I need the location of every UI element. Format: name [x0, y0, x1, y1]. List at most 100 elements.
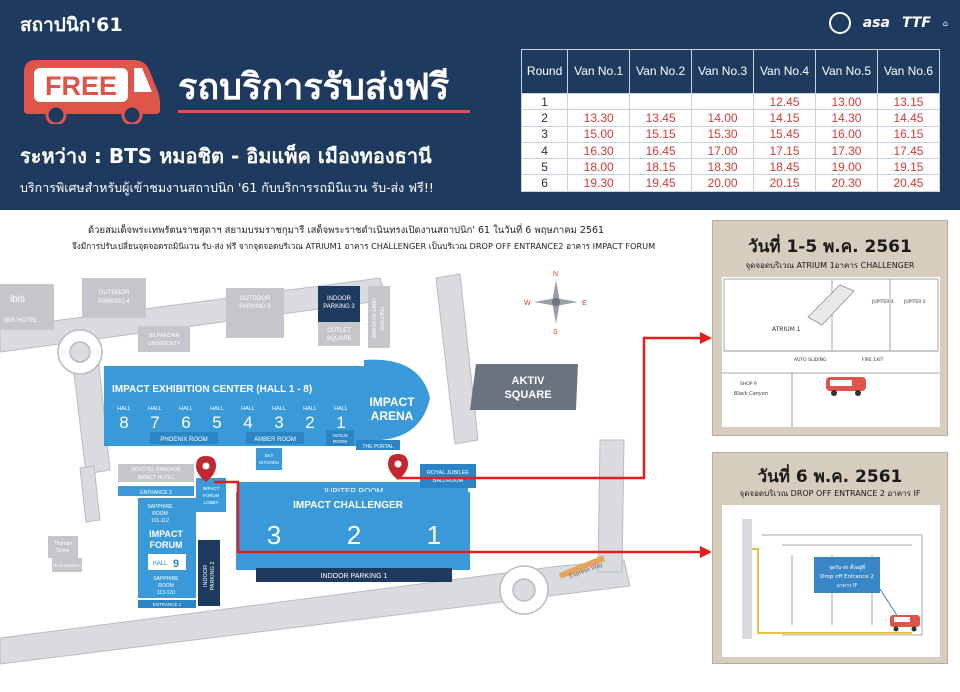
hall-label: HALL — [241, 406, 255, 412]
outdoor5-l1: OUTDOOR — [240, 296, 271, 302]
van-time-cell: 20.00 — [691, 174, 755, 192]
callout-l1: จุดรับ-ส่ง ตั้งอยู่ที่ — [829, 562, 865, 571]
col-van-5: Van No.5 — [815, 49, 878, 94]
panel1-subtitle: จุดจอดบริเวณ ATRIUM 1อาคาร CHALLENGER — [745, 261, 915, 270]
col-van-1: Van No.1 — [567, 49, 631, 94]
royal-seal-icon — [828, 12, 851, 34]
hall-label: HALL — [179, 406, 193, 412]
bangkok-land-building — [368, 286, 390, 348]
notice-line-1: ด้วยสมเด็จพระเทพรัตนราชสุดาฯ สยามบรมราชก… — [88, 225, 605, 236]
novotel-l1: NOVOTEL BANGKOK — [131, 467, 181, 473]
van-time-cell: 15.15 — [629, 125, 693, 143]
van-time-cell: 17.15 — [753, 141, 816, 160]
van-time-cell: 20.30 — [815, 174, 878, 192]
van-time-cell: 13.15 — [876, 92, 941, 111]
indoor2-l2: PARKING 2 — [210, 562, 216, 591]
svg-text:S: S — [553, 329, 558, 336]
thunder-l2: Dome — [56, 548, 70, 554]
hall-number: 2 — [305, 413, 314, 432]
notice-line-2: จึงมีการปรับเปลี่ยนจุดจอดรถมินิแวน รับ-ส… — [72, 241, 656, 251]
indoor3-l1: INDOOR — [327, 296, 352, 302]
forum-l2: FORUM — [150, 540, 183, 550]
van-time-cell: 16.15 — [876, 125, 941, 143]
scg-stadium — [52, 558, 82, 572]
drop-off-route — [752, 548, 912, 634]
van-time-cell: 12.45 — [753, 92, 816, 111]
van-time-cell: 16.45 — [629, 141, 693, 160]
round-cell: 1 — [520, 92, 569, 111]
phoenix-room — [150, 432, 218, 444]
col-van-2: Van No.2 — [629, 49, 693, 94]
round-cell: 4 — [520, 141, 569, 160]
challenger-hall-number: 1 — [427, 520, 441, 550]
map-pin-icon[interactable] — [196, 456, 216, 482]
hall-number: 7 — [150, 413, 159, 432]
van-time-cell: 15.30 — [691, 125, 755, 143]
silpakorn-block — [138, 326, 190, 352]
van-time-cell: 14.45 — [876, 109, 941, 127]
hall-number: 5 — [212, 413, 221, 432]
amber-room — [246, 432, 304, 444]
arrow-to-panel-1 — [398, 336, 700, 480]
van-time-cell: 17.45 — [876, 141, 941, 160]
entrance1-label: ENTRANCE 1 — [153, 602, 182, 607]
svg-text:W: W — [524, 300, 531, 307]
svg-text:E: E — [582, 300, 587, 307]
arena-l2: ARENA — [371, 409, 414, 423]
thunder-l1: Thunder — [54, 541, 73, 547]
aktiv-l1: AKTIV — [512, 375, 546, 387]
forum-l1: IMPACT — [149, 529, 183, 539]
lobby-l3: LOBBY — [203, 500, 218, 505]
van-time-cell: 13.45 — [629, 109, 693, 127]
impact-challenger — [236, 492, 470, 570]
venus-room — [326, 430, 354, 446]
panel-may-6: วันที่ 6 พ.ค. 2561 จุดจอดบริเวณ DROP OFF… — [712, 452, 948, 664]
lobby-l2: FORUM — [203, 493, 220, 498]
drop-off-callout — [814, 557, 880, 593]
driveway — [742, 519, 752, 639]
black-canyon-label: Black Canyon — [734, 391, 768, 397]
arrow-to-panel-2 — [214, 480, 702, 554]
col-van-4: Van No.4 — [753, 49, 816, 94]
sapphire-bottom-l3: 113-120 — [157, 590, 175, 596]
van-time-cell: 14.00 — [691, 109, 755, 127]
lobby-l1: IMPACT — [203, 486, 220, 491]
aktiv-square — [470, 364, 578, 410]
sapphire-top-l3: 101-112 — [151, 518, 169, 524]
hall-label: HALL — [272, 406, 286, 412]
col-van-6: Van No.6 — [876, 49, 941, 94]
challenger-hall-number: 2 — [347, 520, 361, 550]
scg-label: SCG Stadium — [53, 563, 81, 568]
van-time-cell: 13.00 — [815, 92, 878, 111]
shop-label: SHOP 9 — [740, 381, 757, 387]
col-van-3: Van No.3 — [691, 49, 755, 94]
outlet-l2: SQUARE — [326, 336, 351, 342]
ibis-label: ibis — [10, 294, 25, 305]
van-time-cell — [629, 92, 693, 111]
round-cell: 3 — [520, 125, 569, 143]
round-cell: 5 — [520, 158, 569, 176]
van-time-cell: 17.00 — [691, 141, 755, 160]
jupiter-label: JUPITER ROOM — [323, 487, 384, 496]
ttf-logo: TTF — [901, 15, 931, 31]
road-west-mid — [79, 465, 101, 523]
auto-sliding-label: AUTO SLIDING — [794, 357, 827, 363]
atrium-label: ATRIUM 1 — [772, 326, 801, 333]
bangkok-land-l2: BUILDING — [380, 306, 386, 330]
van-time-cell: 16.30 — [567, 141, 631, 160]
map-pin-icon[interactable] — [388, 454, 408, 480]
road-east — [597, 439, 625, 573]
hall-label: HALL — [210, 406, 224, 412]
van-time-cell: 18.45 — [753, 158, 816, 176]
van-time-cell: 20.15 — [753, 174, 816, 192]
compass-icon: N E S W — [524, 271, 587, 336]
van-time-cell: 20.45 — [876, 174, 941, 192]
the-portal — [356, 440, 400, 450]
hall9-l2: 9 — [173, 558, 179, 570]
impact-forum — [138, 498, 196, 598]
